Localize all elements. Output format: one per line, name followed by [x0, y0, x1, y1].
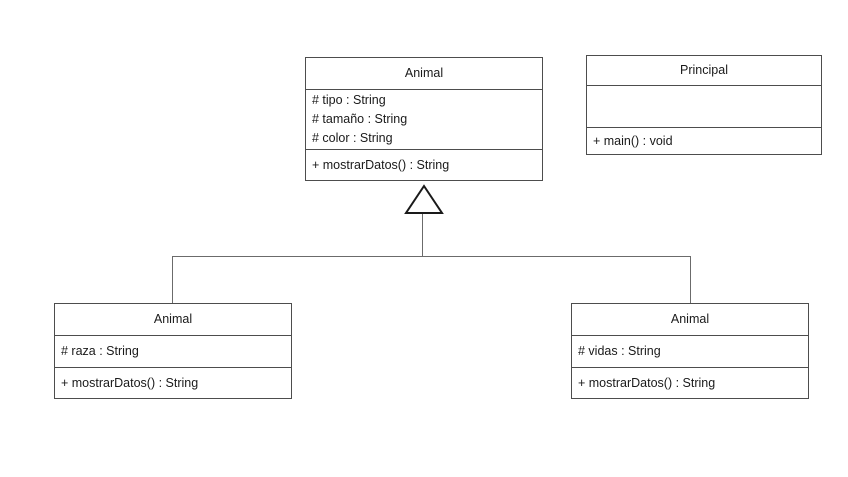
class-attribute: # tipo : String	[312, 93, 386, 107]
generalization-branch-right	[690, 256, 692, 304]
class-operations-compartment: + main() : void	[587, 127, 821, 154]
inheritance-triangle-icon	[404, 184, 444, 214]
generalization-branch-left	[172, 256, 174, 304]
class-operation: + mostrarDatos() : String	[61, 375, 199, 390]
class-attribute: # raza : String	[61, 344, 139, 358]
class-name-compartment: Principal	[587, 56, 821, 85]
class-attributes-compartment	[587, 85, 821, 127]
class-attributes-compartment: # raza : String	[55, 335, 291, 367]
uml-class-animal-parent[interactable]: Animal # tipo : String # tamaño : String…	[305, 57, 543, 181]
class-name-compartment: Animal	[572, 304, 808, 335]
generalization-horizontal-line	[172, 256, 691, 258]
class-operation: + main() : void	[593, 133, 673, 148]
uml-class-principal[interactable]: Principal + main() : void	[586, 55, 822, 155]
class-name: Animal	[404, 66, 444, 80]
class-attributes-compartment: # tipo : String # tamaño : String # colo…	[306, 89, 542, 149]
class-name: Principal	[680, 63, 728, 77]
class-operations-compartment: + mostrarDatos() : String	[572, 367, 808, 398]
class-operation: + mostrarDatos() : String	[312, 157, 450, 172]
uml-class-animal-child-right[interactable]: Animal # vidas : String + mostrarDatos()…	[571, 303, 809, 399]
class-operation: + mostrarDatos() : String	[578, 375, 716, 390]
class-name: Animal	[153, 312, 193, 326]
class-attribute: # color : String	[312, 131, 393, 145]
uml-class-animal-child-left[interactable]: Animal # raza : String + mostrarDatos() …	[54, 303, 292, 399]
class-operations-compartment: + mostrarDatos() : String	[55, 367, 291, 398]
class-attribute: # vidas : String	[578, 344, 661, 358]
class-attribute: # tamaño : String	[312, 112, 408, 126]
class-name: Animal	[670, 312, 710, 326]
class-name-compartment: Animal	[55, 304, 291, 335]
generalization-stem-line	[422, 212, 424, 257]
class-name-compartment: Animal	[306, 58, 542, 89]
class-operations-compartment: + mostrarDatos() : String	[306, 149, 542, 180]
class-attributes-compartment: # vidas : String	[572, 335, 808, 367]
